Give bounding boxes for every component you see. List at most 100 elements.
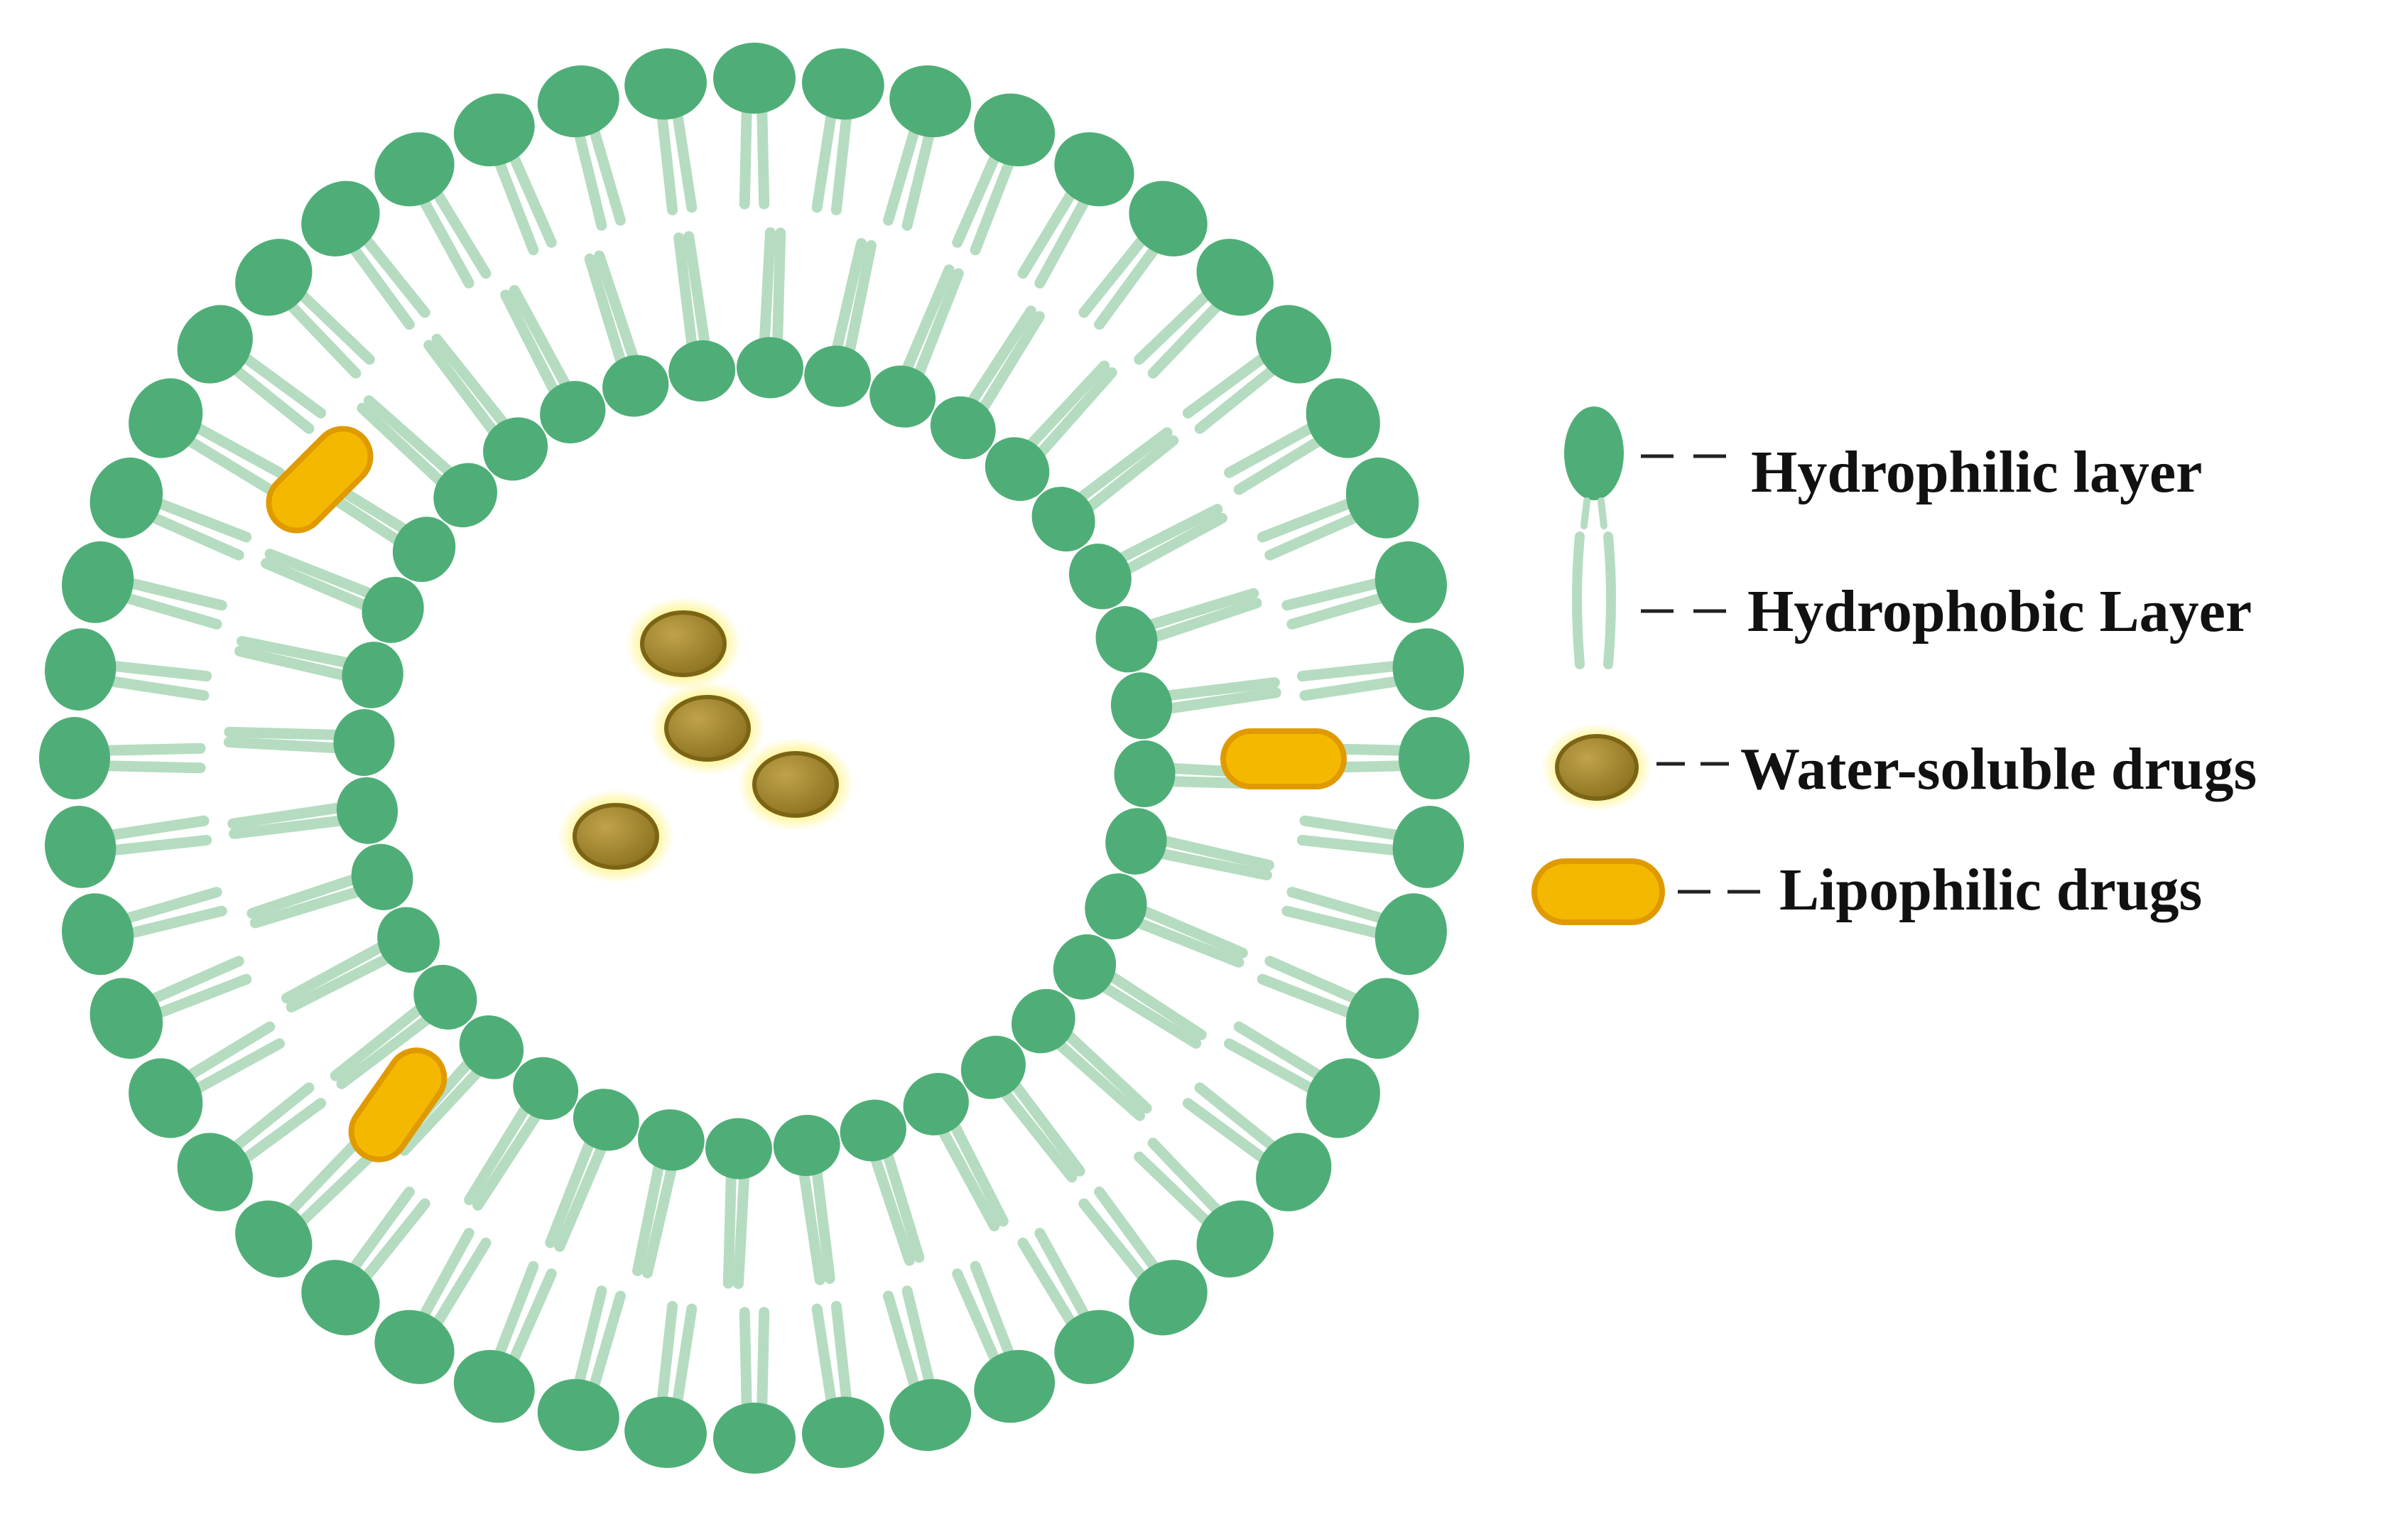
lipid-tail xyxy=(237,636,359,669)
outer-phospholipid-head xyxy=(713,43,796,114)
outer-phospholipid-head xyxy=(537,65,619,138)
lipid-tail xyxy=(431,333,514,434)
lipid-tail xyxy=(1093,978,1202,1049)
inner-phospholipid-head xyxy=(804,345,871,407)
lipid-tail xyxy=(722,1164,737,1289)
lipid-tail xyxy=(234,645,356,683)
inner-phospholipid-head xyxy=(392,517,456,583)
lipid-tail xyxy=(1117,512,1227,578)
outer-phospholipid-head xyxy=(1374,893,1447,976)
lipid-tail xyxy=(1058,1025,1152,1114)
inner-phospholipid-head xyxy=(1105,808,1167,875)
lipid-tail xyxy=(330,999,430,1081)
outer-phospholipid-head xyxy=(889,65,972,138)
outer-phospholipid-head xyxy=(1399,717,1470,799)
lipid-tail xyxy=(545,1131,597,1248)
lipophilic-drug xyxy=(1220,728,1347,789)
drug-core xyxy=(573,803,659,870)
drug-core xyxy=(752,751,839,818)
inner-phospholipid-head xyxy=(333,709,395,776)
outer-phospholipid-head xyxy=(1306,1058,1380,1138)
outer-phospholipid-head xyxy=(177,1133,253,1211)
outer-phospholipid-head xyxy=(374,132,455,207)
outer-phospholipid-head xyxy=(1256,305,1332,384)
outer-phospholipid-head xyxy=(62,541,134,623)
drug-core xyxy=(640,610,727,677)
lipophilic-drug xyxy=(348,1047,448,1162)
outer-phospholipid-head xyxy=(177,305,253,384)
inner-phospholipid-head xyxy=(336,777,398,844)
outer-phospholipid-head xyxy=(802,48,884,120)
inner-phospholipid-head xyxy=(351,843,413,910)
lipid-tail xyxy=(261,558,376,614)
outer-phospholipid-head xyxy=(301,1260,380,1336)
lipid-tail xyxy=(286,950,398,1013)
legend-label-hydrophilic-layer: Hydrophilic layer xyxy=(1751,439,2202,505)
outer-phospholipid-head xyxy=(713,1403,796,1474)
outer-phospholipid-head xyxy=(974,1349,1056,1423)
lipid-tail xyxy=(632,1154,666,1276)
lipid-tail-icon xyxy=(1572,531,1616,669)
water-soluble-drug-icon xyxy=(1541,723,1652,811)
lipid-tail-icon xyxy=(1580,497,1607,529)
outer-phospholipid-head xyxy=(624,48,707,120)
lipid-tail xyxy=(673,232,698,357)
lipid-tail xyxy=(229,814,353,839)
outer-phospholipid-head xyxy=(1196,1200,1274,1278)
inner-phospholipid-head xyxy=(540,381,606,443)
inner-phospholipid-head xyxy=(1053,934,1117,1000)
lipid-tail xyxy=(357,402,451,492)
lipid-tail xyxy=(975,311,1045,419)
outer-phospholipid-head xyxy=(453,93,535,167)
lipid-tail xyxy=(1153,833,1275,871)
lipid-tail xyxy=(771,227,786,352)
outer-phospholipid-head xyxy=(1129,180,1208,257)
legend-label-hydrophobic-layer: Hydrophobic Layer xyxy=(1747,578,2252,644)
outer-phospholipid-head xyxy=(1196,239,1274,316)
inner-phospholipid-head xyxy=(960,1035,1026,1099)
inner-phospholipid-head xyxy=(1031,487,1095,552)
lipophilic-drugs-in-membrane xyxy=(266,426,1347,1162)
lipophilic-drug-icon xyxy=(1531,858,1665,925)
phospholipid-head-icon xyxy=(1564,406,1624,500)
lipid-tail xyxy=(1132,902,1248,959)
water-soluble-drug xyxy=(649,681,766,775)
inner-phospholipid-head xyxy=(433,463,498,528)
outer-phospholipid-head xyxy=(45,628,116,711)
inner-phospholipid-head xyxy=(985,437,1050,502)
inner-phospholipid-head xyxy=(483,417,548,481)
lipid-tail xyxy=(683,231,711,355)
lipid-tail xyxy=(946,1114,1009,1227)
outer-phospholipid-head xyxy=(90,457,163,539)
legend-item-lipophilic-drugs: Lipophilic drugs xyxy=(1531,857,2202,925)
water-soluble-drug xyxy=(737,738,854,831)
legend-item-water-soluble-drugs: Water-soluble drugs xyxy=(1541,723,2257,811)
outer-phospholipid-head xyxy=(129,378,203,458)
outer-phospholipid-head xyxy=(889,1378,972,1451)
inner-phospholipid-head xyxy=(840,1099,906,1162)
lipid-tail xyxy=(584,253,629,373)
outer-phospholipid-head xyxy=(1256,1133,1332,1211)
inner-phospholipid-head xyxy=(1011,988,1075,1054)
outer-phospholipid-head xyxy=(1054,1310,1134,1384)
outer-phospholipid-head xyxy=(1392,806,1464,888)
lipid-tail xyxy=(363,395,460,482)
lipid-tail xyxy=(899,264,955,380)
inner-phospholipid-head xyxy=(930,396,996,460)
lipid-tail xyxy=(554,1136,610,1252)
outer-phospholipid-head xyxy=(1392,628,1464,711)
inner-phospholipid-head xyxy=(869,365,936,428)
lipid-tail xyxy=(398,1062,488,1156)
inner-phospholipid-head xyxy=(1095,606,1158,673)
inner-phospholipid-head xyxy=(773,1114,840,1177)
outer-hydrophilic-head-layer xyxy=(39,43,1470,1474)
legend-label-water-soluble-drugs: Water-soluble drugs xyxy=(1740,736,2257,802)
lipid-tail xyxy=(1031,367,1117,463)
lipid-tail xyxy=(911,268,964,385)
inner-phospholipid-head xyxy=(1114,740,1176,807)
lipid-tail xyxy=(472,1104,546,1211)
lipid-tail xyxy=(963,306,1036,412)
water-soluble-drug xyxy=(558,789,674,883)
lipid-tail xyxy=(1127,915,1244,968)
lipophilic-drug xyxy=(266,426,374,534)
